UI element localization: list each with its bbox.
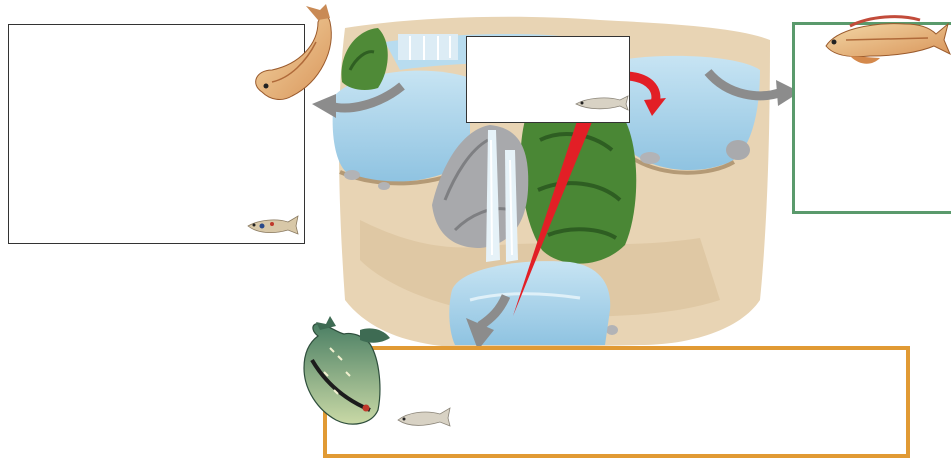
upper-left-pool-label-box: [8, 24, 305, 244]
lower-pool-label-box: [323, 346, 910, 458]
waterfall-top-label-box: [466, 36, 630, 123]
upper-right-pool-label-box: [792, 22, 951, 214]
